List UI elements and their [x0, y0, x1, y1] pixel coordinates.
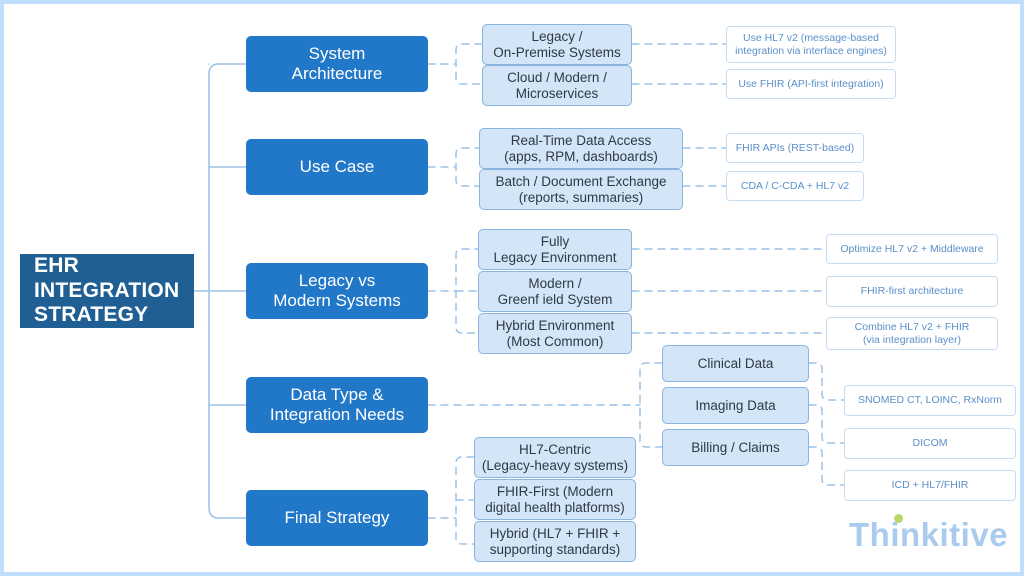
category-system-architecture[interactable]: System Architecture	[246, 36, 428, 92]
category-final-strategy[interactable]: Final Strategy	[246, 490, 428, 546]
subnode-fully-legacy-environment[interactable]: Fully Legacy Environment	[478, 229, 632, 270]
subnode-clinical-data[interactable]: Clinical Data	[662, 345, 809, 382]
category-legacy-vs-modern-systems[interactable]: Legacy vs Modern Systems	[246, 263, 428, 319]
subnode-fhir-first-modern[interactable]: FHIR-First (Modern digital health platfo…	[474, 479, 636, 520]
leaf-cda-ccda-hl7v2[interactable]: CDA / C-CDA + HL7 v2	[726, 171, 864, 201]
leaf-fhir-first-architecture[interactable]: FHIR-first architecture	[826, 276, 998, 307]
category-use-case[interactable]: Use Case	[246, 139, 428, 195]
leaf-use-fhir-api-first[interactable]: Use FHIR (API-first integration)	[726, 69, 896, 99]
subnode-hybrid-environment[interactable]: Hybrid Environment (Most Common)	[478, 313, 632, 354]
thinkitive-logo: Th i nkitive	[849, 514, 1009, 554]
logo-text-before: Th	[849, 516, 891, 553]
leaf-dicom[interactable]: DICOM	[844, 428, 1016, 459]
subnode-hybrid-supporting-standards[interactable]: Hybrid (HL7 + FHIR + supporting standard…	[474, 521, 636, 562]
subnode-legacy-on-premise[interactable]: Legacy / On-Premise Systems	[482, 24, 632, 65]
category-data-type-integration-needs[interactable]: Data Type & Integration Needs	[246, 377, 428, 433]
subnode-imaging-data[interactable]: Imaging Data	[662, 387, 809, 424]
logo-dot-icon	[894, 514, 904, 523]
subnode-real-time-data-access[interactable]: Real-Time Data Access (apps, RPM, dashbo…	[479, 128, 683, 169]
subnode-hl7-centric[interactable]: HL7-Centric (Legacy-heavy systems)	[474, 437, 636, 478]
leaf-use-hl7-v2[interactable]: Use HL7 v2 (message-based integration vi…	[726, 26, 896, 63]
leaf-combine-hl7v2-fhir[interactable]: Combine HL7 v2 + FHIR (via integration l…	[826, 317, 998, 350]
subnode-billing-claims[interactable]: Billing / Claims	[662, 429, 809, 466]
leaf-icd-hl7-fhir[interactable]: ICD + HL7/FHIR	[844, 470, 1016, 501]
leaf-optimize-hl7v2-middleware[interactable]: Optimize HL7 v2 + Middleware	[826, 234, 998, 264]
logo-dotted-letter: i	[890, 514, 904, 554]
leaf-snomed-loinc-rxnorm[interactable]: SNOMED CT, LOINC, RxNorm	[844, 385, 1016, 416]
logo-text-after: nkitive	[900, 516, 1009, 553]
root-node[interactable]: EHR INTEGRATION STRATEGY	[20, 254, 194, 328]
subnode-modern-greenfield-system[interactable]: Modern / Greenf ield System	[478, 271, 632, 312]
leaf-fhir-apis-rest[interactable]: FHIR APIs (REST-based)	[726, 133, 864, 163]
subnode-cloud-modern-microservices[interactable]: Cloud / Modern / Microservices	[482, 65, 632, 106]
subnode-batch-document-exchange[interactable]: Batch / Document Exchange (reports, summ…	[479, 169, 683, 210]
